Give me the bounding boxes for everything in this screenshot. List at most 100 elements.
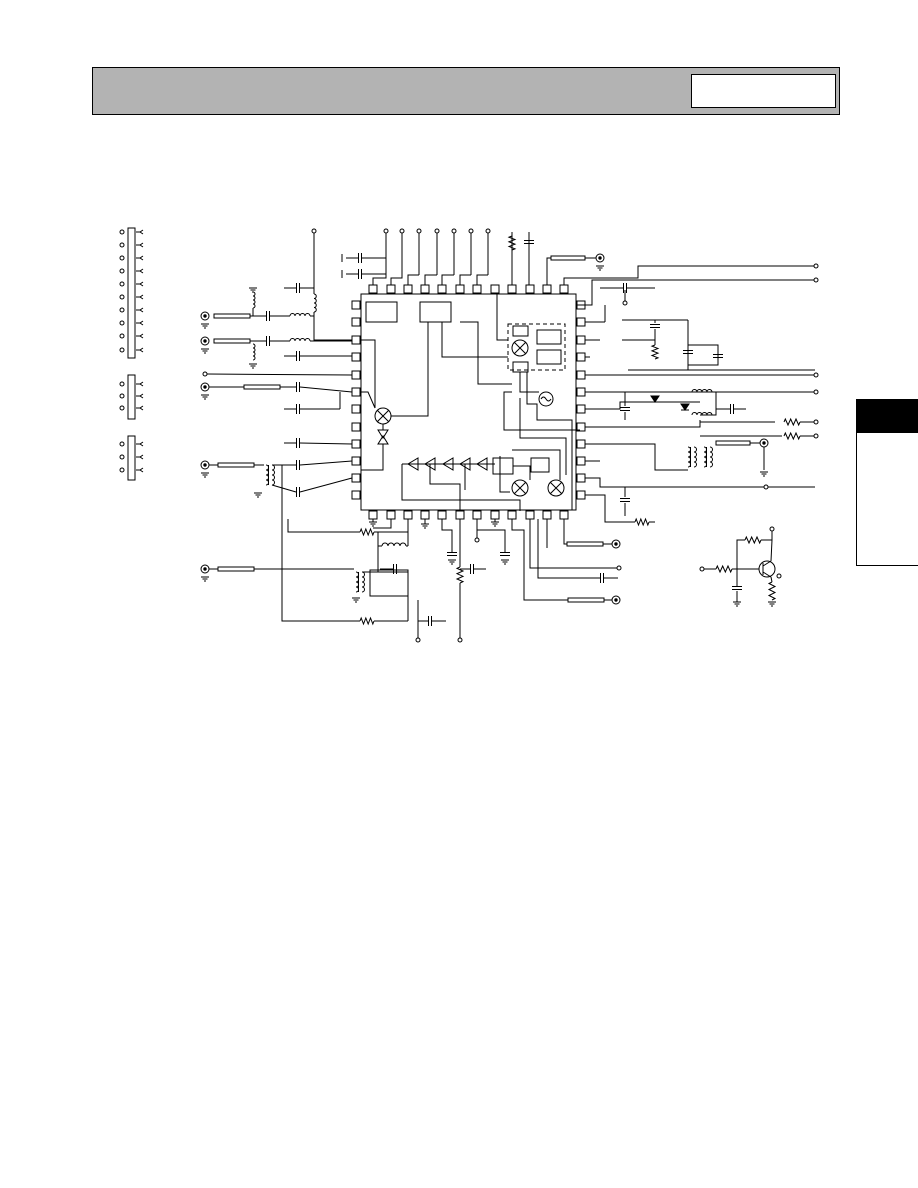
wire xyxy=(361,444,384,471)
terminal xyxy=(457,637,463,643)
mixer-1 xyxy=(374,407,392,425)
terminal xyxy=(311,228,317,234)
connector-contact xyxy=(136,467,144,473)
terminal xyxy=(813,419,819,425)
terminal xyxy=(813,389,819,395)
sma-center xyxy=(203,339,207,343)
resistor xyxy=(359,616,375,626)
ic-pin xyxy=(576,404,586,414)
inductor xyxy=(252,343,256,361)
wire xyxy=(585,477,815,488)
terminal xyxy=(399,228,405,234)
resistor xyxy=(744,535,762,545)
connector-pin xyxy=(119,441,125,447)
ground-symbol xyxy=(768,601,776,607)
wire xyxy=(361,339,376,408)
wiring xyxy=(206,232,815,639)
connector-pin xyxy=(119,242,125,248)
resistor xyxy=(359,527,375,537)
connector-contact xyxy=(136,242,144,248)
resistors xyxy=(359,235,801,626)
wire xyxy=(563,519,567,545)
connector-contact xyxy=(136,229,144,235)
terminal xyxy=(813,372,819,378)
ground-symbol xyxy=(448,559,456,565)
transmission-line xyxy=(715,440,751,446)
sma-center xyxy=(614,542,618,546)
wire xyxy=(577,279,815,306)
wire xyxy=(585,494,635,523)
wire xyxy=(496,293,508,341)
wire xyxy=(585,443,688,471)
connector-strip-3 xyxy=(119,435,144,481)
ic-pin xyxy=(576,473,586,483)
terminal xyxy=(202,371,208,377)
connector-pin xyxy=(119,467,125,473)
transmission-line xyxy=(217,566,255,572)
resistor xyxy=(715,564,733,574)
sma-connectors xyxy=(200,253,769,605)
resistor xyxy=(783,431,801,441)
ic-pin xyxy=(420,284,430,294)
ic-pin xyxy=(525,510,535,520)
wire xyxy=(476,274,488,285)
wire xyxy=(770,576,773,583)
wire xyxy=(271,484,297,493)
ic-pin xyxy=(455,284,465,294)
transformers xyxy=(268,447,707,592)
connector-pin xyxy=(119,268,125,274)
inductor xyxy=(289,338,311,342)
wire xyxy=(499,456,510,493)
terminal xyxy=(434,228,440,234)
connector-pin xyxy=(119,307,125,313)
ic-pin xyxy=(351,317,361,327)
inductors xyxy=(252,291,713,593)
wire xyxy=(503,391,580,431)
wire xyxy=(407,274,419,285)
connector-pin xyxy=(119,281,125,287)
transmission-line xyxy=(217,462,255,468)
connector-contact xyxy=(136,268,144,274)
ic-pin xyxy=(542,284,552,294)
ic-pin xyxy=(472,284,482,294)
wire xyxy=(585,401,700,410)
transmission-line xyxy=(567,597,605,603)
resistor xyxy=(507,235,517,251)
resistor xyxy=(650,344,660,360)
wire xyxy=(546,257,551,285)
wire xyxy=(585,420,701,428)
terminal xyxy=(416,228,422,234)
ic-pin xyxy=(351,335,361,345)
terminal xyxy=(616,565,622,571)
grounds xyxy=(201,254,776,607)
ground-symbol xyxy=(249,363,257,369)
inductor xyxy=(381,542,407,547)
ic-pin xyxy=(576,439,586,449)
connector-contact xyxy=(136,307,144,313)
wire xyxy=(299,386,353,393)
inductor xyxy=(289,313,311,317)
wire xyxy=(563,265,815,285)
inductor xyxy=(252,291,256,309)
transmission-line xyxy=(550,255,586,261)
ic-pin xyxy=(351,439,361,449)
ic-pin xyxy=(472,510,482,520)
wire xyxy=(519,372,539,393)
resistor xyxy=(455,566,465,584)
connector-contact xyxy=(136,255,144,261)
connector-strip-1 xyxy=(119,227,144,359)
wire xyxy=(736,539,745,569)
ic-pin xyxy=(576,370,586,380)
wire xyxy=(477,529,506,552)
ground-symbol xyxy=(249,287,257,293)
transmission-lines xyxy=(213,255,751,603)
terminal xyxy=(763,484,769,490)
transmission-line xyxy=(213,313,251,319)
ic-pin xyxy=(351,404,361,414)
side-tab-dark xyxy=(856,399,918,432)
resistor xyxy=(767,581,777,601)
connector-contact xyxy=(136,393,144,399)
wire xyxy=(460,321,512,385)
connector-pin xyxy=(119,381,125,387)
wire xyxy=(206,373,353,376)
